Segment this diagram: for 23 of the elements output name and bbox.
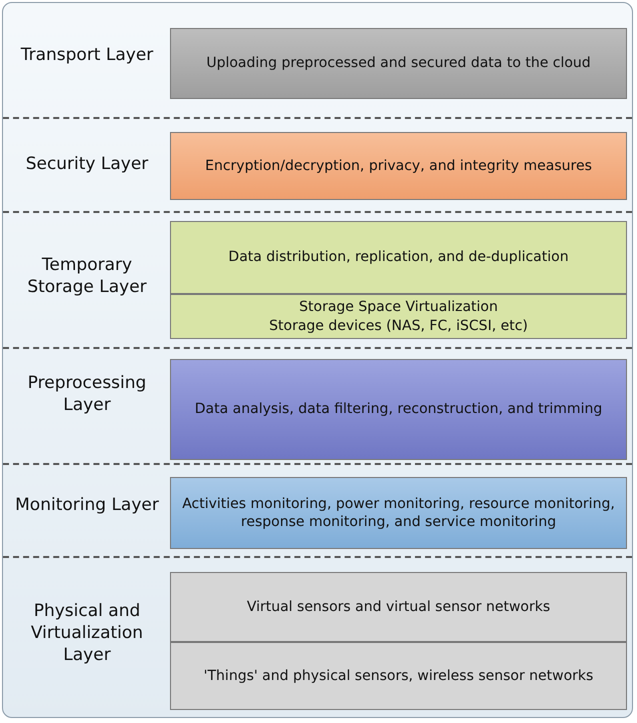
box-text: 'Things' and physical sensors, wireless sensor networks (204, 666, 594, 686)
component-box (170, 477, 627, 549)
layer-label: Temporary Storage Layer (26, 254, 148, 298)
layer-label: Monitoring Layer (14, 494, 160, 516)
component-box (170, 221, 627, 294)
component-box (170, 132, 627, 200)
box-text: Encryption/decryption, privacy, and integrity measures (205, 156, 592, 176)
box-text: Activities monitoring, power monitoring, resource monitoring, response monitoring, and service monitoring (181, 494, 616, 532)
layer-label: Preprocessing Layer (26, 372, 148, 416)
layer-label: Transport Layer (20, 44, 154, 66)
component-box (170, 572, 627, 642)
layer-label: Security Layer (24, 152, 150, 176)
component-box (170, 359, 627, 460)
component-box (170, 28, 627, 99)
box-text: Virtual sensors and virtual sensor networks (246, 598, 550, 616)
component-box (170, 642, 627, 710)
box-text: Storage Space Virtualization (299, 298, 498, 316)
layer-label: Physical and Virtualization Layer (30, 600, 144, 666)
box-text: Data analysis, data filtering, reconstruction, and trimming (194, 400, 602, 419)
box-text: Uploading preprocessed and secured data to the cloud (206, 54, 591, 73)
box-text: Data distribution, replication, and de-duplication (228, 248, 569, 267)
component-box (170, 294, 627, 339)
box-text: Storage devices (NAS, FC, iSCSI, etc) (269, 316, 528, 335)
